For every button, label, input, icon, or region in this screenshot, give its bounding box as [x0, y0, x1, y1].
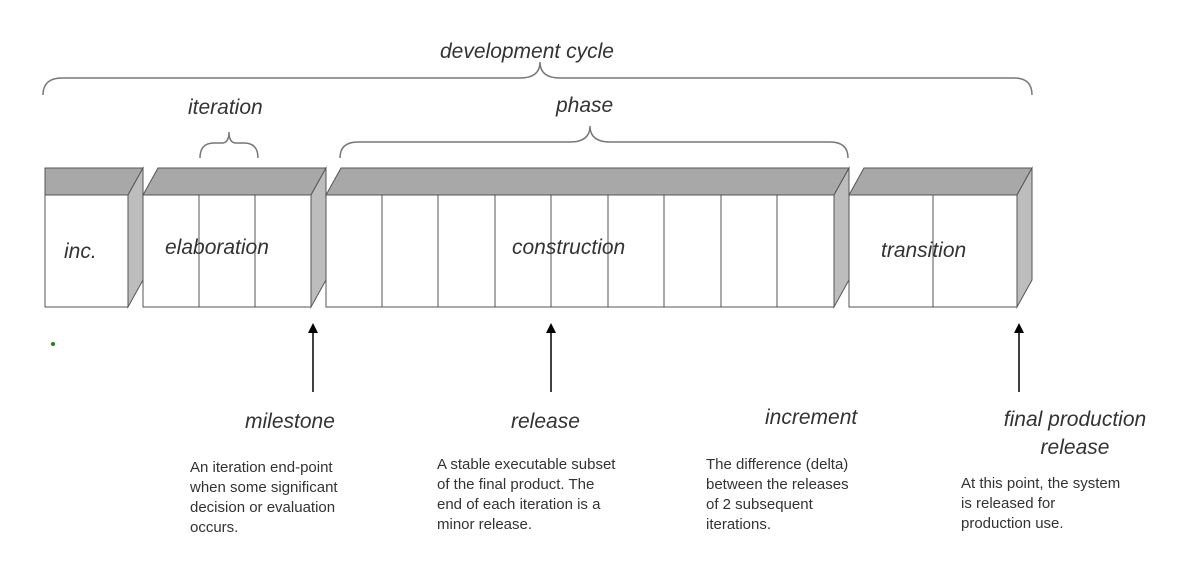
- construction-phase-box: [325, 166, 850, 309]
- inception-label: inc.: [64, 240, 97, 263]
- development-cycle-label: development cycle: [440, 40, 614, 63]
- milestone-title: milestone: [245, 410, 335, 433]
- elaboration-label: elaboration: [165, 236, 269, 259]
- final-release-title: final production release: [1003, 408, 1147, 459]
- release-description: A stable executable subset of the final …: [437, 456, 616, 533]
- phase-label: phase: [556, 94, 614, 117]
- inception-phase-box: [44, 166, 144, 309]
- stray-dot: [51, 342, 55, 346]
- milestone-description: An iteration end-point when some signifi…: [190, 459, 338, 536]
- development-cycle-brace: [42, 61, 1033, 96]
- iteration-brace: [199, 131, 259, 159]
- phase-brace: [339, 125, 849, 159]
- release-title: release: [511, 410, 580, 433]
- transition-label: transition: [881, 239, 967, 262]
- increment-description: The difference (delta) between the relea…: [706, 456, 849, 533]
- transition-phase-box: [848, 166, 1033, 309]
- construction-label: construction: [512, 236, 626, 259]
- elaboration-phase-box: [142, 166, 327, 309]
- increment-title: increment: [765, 406, 858, 429]
- final-release-description: At this point, the system is released fo…: [961, 475, 1121, 532]
- iteration-label: iteration: [188, 96, 263, 119]
